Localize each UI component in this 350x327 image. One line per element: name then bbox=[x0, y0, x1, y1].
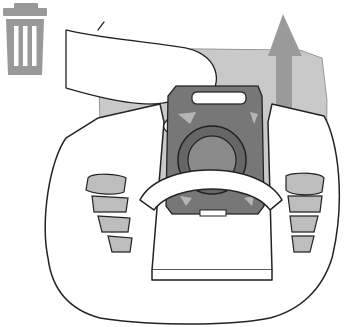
right-vents bbox=[285, 172, 325, 253]
left-vents bbox=[85, 173, 133, 253]
bag-holder-plate bbox=[165, 85, 265, 217]
arrow-up-icon bbox=[268, 14, 302, 120]
vacuum-housing bbox=[44, 103, 341, 325]
trash-can-icon bbox=[3, 3, 47, 75]
